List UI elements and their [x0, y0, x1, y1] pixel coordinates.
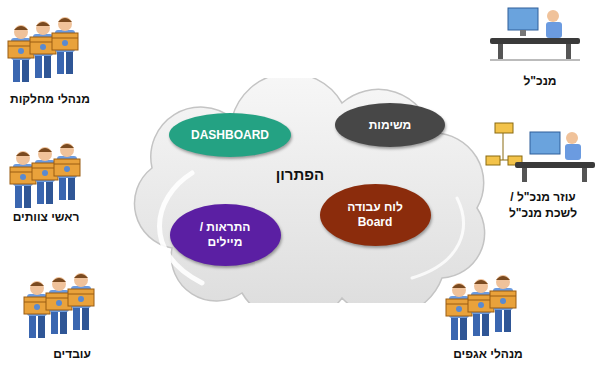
solution-cloud: הפתרון משימות DASHBOARD לוח עבודה Board התרא… [112, 78, 502, 303]
role-label: עובדים [53, 347, 91, 363]
role-label: ראשי צוותים [13, 210, 80, 226]
role-label: מנהלי אגפים [453, 347, 523, 363]
feature-oval: התראות / מיילים [170, 204, 281, 266]
role-label: עוזר מנכ"ל / לשכת מנכ"ל [495, 190, 591, 221]
feature-text: התראות / מיילים [190, 220, 260, 250]
cloud-title: הפתרון [276, 166, 324, 183]
role-label: מנכ"ל [523, 74, 556, 90]
feature-oval: משימות [335, 103, 445, 147]
feature-text: DASHBOARD [191, 128, 269, 143]
feature-text: לוח עבודה Board [340, 200, 410, 230]
feature-oval: לוח עבודה Board [320, 184, 431, 246]
feature-text: משימות [369, 118, 412, 133]
role-label: מנהלי מחלקות [10, 92, 90, 108]
cloud-outline [112, 78, 502, 303]
feature-oval: DASHBOARD [169, 113, 291, 157]
